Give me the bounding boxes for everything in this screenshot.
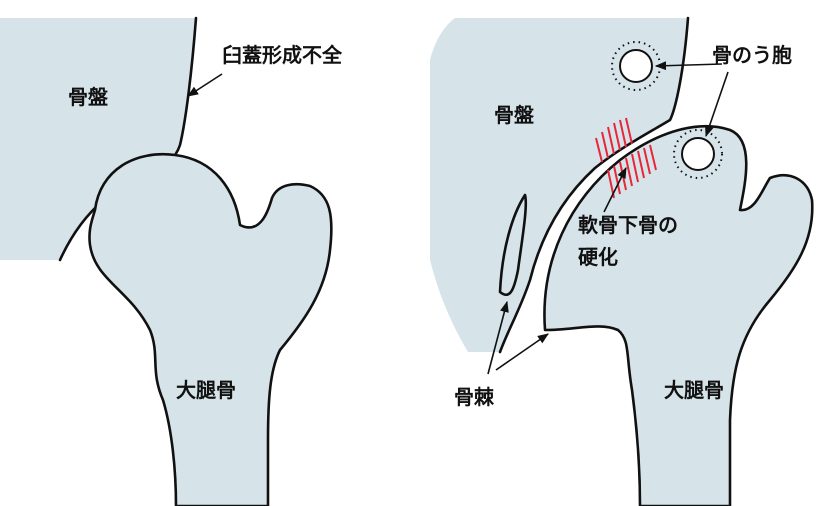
right-panel: 骨盤 骨のう胞 軟骨下骨の 硬化 骨棘 大腿骨 (430, 18, 812, 506)
left-femur-label: 大腿骨 (176, 378, 236, 402)
right-femur-shape (544, 126, 812, 506)
left-pelvis-label: 骨盤 (68, 85, 109, 109)
sclerosis-label-line1: 軟骨下骨の (578, 213, 678, 237)
right-pelvis-label: 骨盤 (494, 103, 535, 127)
left-dysplasia-arrow (188, 74, 222, 96)
osteophyte-label: 骨棘 (454, 385, 495, 409)
left-panel: 骨盤 臼蓋形成不全 大腿骨 (0, 18, 343, 506)
sclerosis-label-line2: 硬化 (578, 245, 618, 269)
cyst-label: 骨のう胞 (712, 43, 792, 67)
left-femur-shape (89, 154, 331, 506)
left-dysplasia-label: 臼蓋形成不全 (222, 43, 343, 67)
right-femur-label: 大腿骨 (664, 378, 724, 402)
